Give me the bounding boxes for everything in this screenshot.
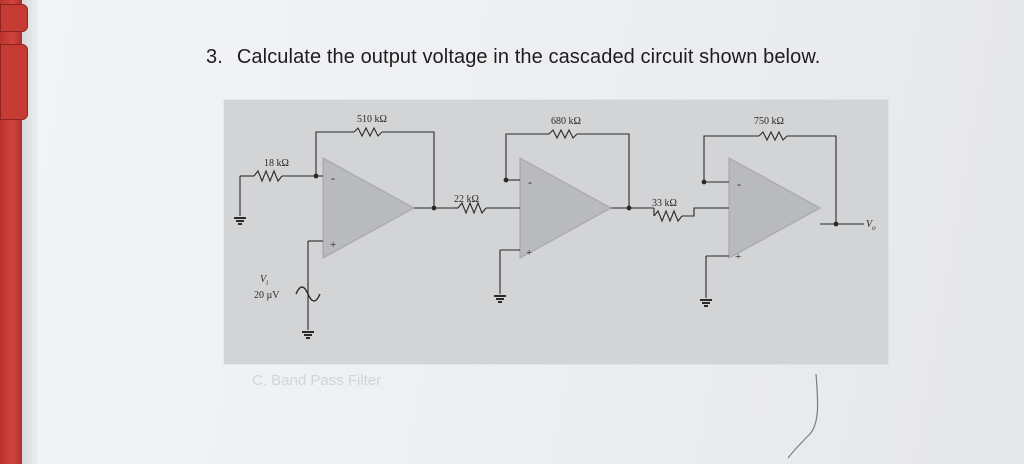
opamp-1 <box>322 157 416 259</box>
circuit-figure: 18 kΩ 510 kΩ 22 kΩ 680 kΩ 33 kΩ 750 kΩ -… <box>224 100 888 364</box>
source-label: Vi <box>260 274 268 287</box>
binder-tab <box>0 44 28 120</box>
opamp-2-minus: - <box>528 175 532 189</box>
circuit-diagram: 18 kΩ 510 kΩ 22 kΩ 680 kΩ 33 kΩ 750 kΩ -… <box>234 114 876 339</box>
source-value: 20 µV <box>254 290 280 301</box>
resistor-label-510k: 510 kΩ <box>357 114 387 125</box>
stage-2-wiring <box>454 128 654 294</box>
resistor-label-18k: 18 kΩ <box>264 158 289 169</box>
ground-symbol <box>234 217 246 225</box>
ground-symbol <box>700 299 712 307</box>
question-line: 3. Calculate the output voltage in the ca… <box>206 46 820 69</box>
resistor-label-22k: 22 kΩ <box>454 194 479 205</box>
question-text: Calculate the output voltage in the casc… <box>236 46 821 68</box>
stage-1-wiring <box>239 126 454 330</box>
output-label: Vo <box>866 219 876 232</box>
resistor-label-33k: 33 kΩ <box>652 198 677 209</box>
binder-tab <box>0 4 28 32</box>
opamp-3 <box>728 157 822 259</box>
ground-symbol <box>302 331 314 339</box>
ground-symbol <box>494 295 506 303</box>
resistor-label-750k: 750 kΩ <box>754 116 784 127</box>
opamp-3-plus: + <box>735 251 741 263</box>
pen-scribble <box>787 373 819 459</box>
opamp-1-minus: - <box>331 171 335 185</box>
opamp-3-minus: - <box>737 177 741 191</box>
faded-background-text: C. Band Pass Filter <box>252 372 382 389</box>
opamp-1-plus: + <box>330 239 336 251</box>
opamp-2 <box>519 157 613 259</box>
ac-source-icon <box>295 286 321 302</box>
resistor-label-680k: 680 kΩ <box>551 116 581 127</box>
stage-3-wiring <box>653 130 864 298</box>
question-number: 3. <box>206 46 223 68</box>
opamp-2-plus: + <box>526 247 532 259</box>
